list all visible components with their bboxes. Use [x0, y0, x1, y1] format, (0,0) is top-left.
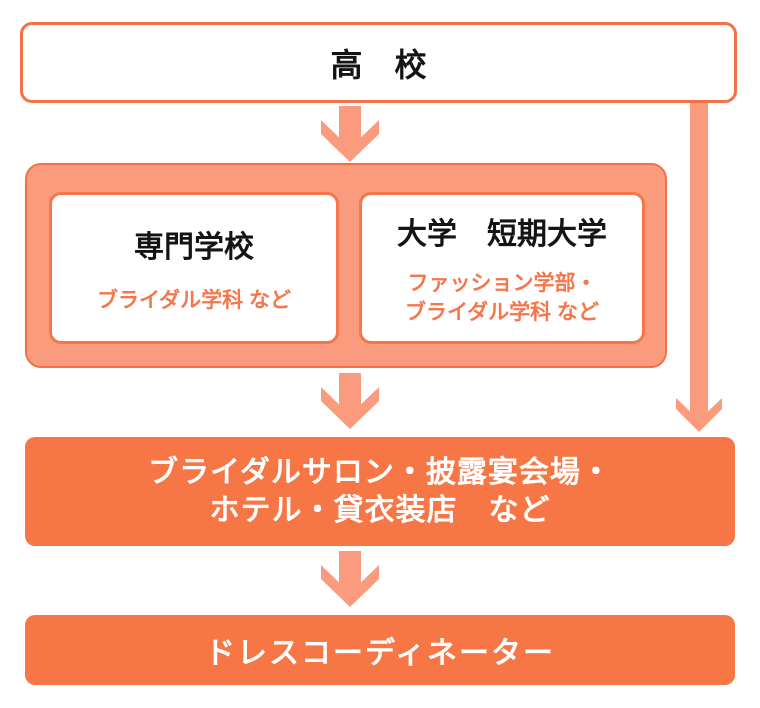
vocational-school-box: 専門学校 ブライダル学科 など: [49, 192, 339, 344]
arrow-down-icon: [321, 551, 379, 607]
high-school-label: 高 校: [330, 46, 427, 83]
education-group-box: 専門学校 ブライダル学科 など 大学 短期大学 ファッション学部・ ブライダル学…: [25, 163, 667, 368]
arrow-down-icon: [321, 106, 379, 162]
university-subtitle-line1: ファッション学部・: [407, 272, 597, 295]
high-school-box: 高 校: [20, 22, 737, 103]
occupation-label: ドレスコーディネーター: [205, 637, 555, 670]
workplace-box: ブライダルサロン・披露宴会場・ ホテル・貸衣装店 など: [25, 437, 735, 546]
occupation-box: ドレスコーディネーター: [25, 615, 735, 685]
vocational-school-title: 専門学校: [134, 230, 254, 264]
university-box: 大学 短期大学 ファッション学部・ ブライダル学科 など: [359, 192, 645, 344]
workplace-label-line2: ホテル・貸衣装店 など: [209, 493, 551, 527]
arrow-down-icon: [321, 373, 379, 429]
university-subtitle-line2: ブライダル学科 など: [405, 301, 599, 324]
bypass-connector-line: [690, 103, 708, 421]
bypass-arrow-down-icon: [676, 398, 722, 432]
workplace-label-line1: ブライダルサロン・披露宴会場・: [148, 455, 612, 489]
vocational-school-subtitle: ブライダル学科 など: [97, 288, 291, 312]
university-title: 大学 短期大学: [397, 218, 607, 251]
